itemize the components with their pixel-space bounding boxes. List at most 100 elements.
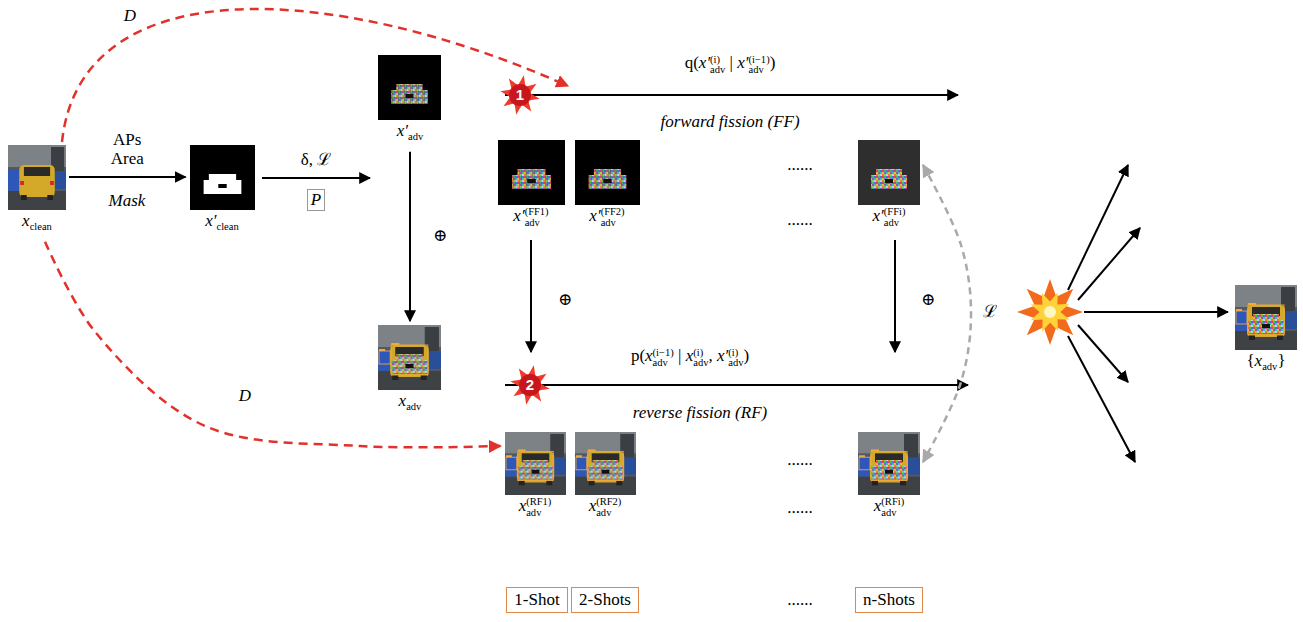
math-symbol: x <box>589 496 597 515</box>
loss-symbol: ℒ <box>983 301 997 323</box>
math-symbol: x <box>874 496 882 515</box>
ff-image-ground <box>575 140 640 205</box>
rf-detections <box>859 449 907 480</box>
image-slot <box>505 432 566 495</box>
text-run: 1-Shot <box>514 590 559 609</box>
text-run: p( <box>631 346 645 365</box>
rf-patch <box>588 460 623 479</box>
math-symbol: x′ <box>699 53 710 72</box>
explosion-inner <box>1023 285 1078 340</box>
output-ray <box>1068 336 1135 462</box>
math-subscript: clean <box>217 221 239 232</box>
math-superscript: (i−1) <box>653 348 674 359</box>
image-caption: xadv(RF1) <box>519 495 552 518</box>
rf-patch <box>518 460 553 479</box>
text-run: q( <box>685 53 699 72</box>
text-run: APs Area <box>111 130 144 168</box>
image-node: xadv(RFi) <box>858 432 920 518</box>
burst-core <box>507 82 533 108</box>
math-subscript: clean <box>30 221 52 232</box>
text-run: { <box>1246 351 1254 370</box>
math-superscript: (i−1) <box>749 55 770 66</box>
process-name: reverse fission (RF) <box>633 402 767 424</box>
math-symbol: x <box>399 391 407 410</box>
text-run: δ, ℒ <box>301 150 332 169</box>
patch-image <box>391 84 428 104</box>
ellipsis: ...... <box>787 497 813 519</box>
text-run: ...... <box>787 498 813 517</box>
image-slot <box>498 140 565 205</box>
explosion-core <box>1044 306 1056 318</box>
text-run: ...... <box>787 155 813 174</box>
ff-image-ground <box>858 140 920 205</box>
math-scripts: adv(i−1) <box>749 55 770 76</box>
adv-patch <box>391 354 428 374</box>
math-scripts: adv(RFi) <box>881 497 904 518</box>
text-run: P <box>311 190 321 209</box>
math-superscript: (FF1) <box>525 207 549 218</box>
rf-image <box>858 432 920 495</box>
ff-image-ground <box>498 140 565 205</box>
reverse-fission-arrow <box>505 384 968 386</box>
image-slot <box>1235 285 1297 350</box>
math-symbol: x <box>1255 351 1263 370</box>
image-caption: x′adv(FFi) <box>873 205 906 228</box>
result-image <box>1235 285 1297 350</box>
shot-box: n-Shots <box>855 587 923 613</box>
callout-number: 1 <box>516 84 524 106</box>
loss-feedback-arrow <box>923 165 971 462</box>
math-subscript: adv <box>526 508 551 519</box>
result-detections <box>1236 303 1284 335</box>
text-run: ℒ <box>983 302 997 321</box>
text-run: } <box>1277 351 1285 370</box>
text-run: , <box>708 346 717 365</box>
math-symbol: x′ <box>737 53 748 72</box>
step-burst <box>507 362 554 409</box>
dataset-arrow <box>62 9 568 142</box>
text-run: reverse fission (RF) <box>633 403 767 422</box>
text-run: Mask <box>109 191 146 210</box>
shot-label: 2-Shots <box>579 589 631 611</box>
image-caption: x′clean <box>205 210 238 238</box>
output-ray <box>1084 311 1228 313</box>
text-run: ⊕ <box>433 226 447 245</box>
text-run: D <box>124 6 136 25</box>
math-scripts: adv(i−1) <box>653 348 674 369</box>
math-subscript: adv <box>525 218 549 229</box>
adv-detections <box>379 343 428 375</box>
formula: p(xadv(i−1) | xadv(i), x′adv(i)) <box>631 345 749 368</box>
math-symbol: x′ <box>205 211 216 230</box>
add-arrow <box>530 240 532 352</box>
image-caption: x′adv <box>397 120 423 148</box>
add-arrow <box>894 240 896 352</box>
image-caption: {xadv} <box>1246 350 1285 378</box>
image-caption: xclean <box>22 210 52 238</box>
formula: q(x′adv(i) | x′adv(i−1)) <box>685 52 776 75</box>
image-caption: xadv(RFi) <box>874 495 904 518</box>
step-note: Mask <box>109 190 146 212</box>
text-run: forward fission (FF) <box>660 112 799 131</box>
math-scripts: adv(i) <box>693 348 708 369</box>
image-node: x′adv(FFi) <box>858 140 920 228</box>
explosion <box>1017 279 1083 345</box>
image-slot <box>190 145 255 210</box>
ff-patch <box>512 169 551 189</box>
math-scripts: adv(i) <box>728 348 743 369</box>
image-node: xadv(RF2) <box>575 432 636 518</box>
rf-image <box>505 432 566 495</box>
math-symbol: x′ <box>873 206 884 225</box>
adv-image <box>378 325 441 390</box>
text-run: ...... <box>787 210 813 229</box>
math-superscript: (i) <box>710 55 725 66</box>
mask-image <box>190 145 255 210</box>
math-subscript: adv <box>1262 361 1277 372</box>
step-burst <box>497 72 544 119</box>
image-node: x′adv <box>379 55 442 148</box>
perturb-arrow <box>262 177 370 179</box>
ff-patch <box>589 169 627 189</box>
math-superscript: (RFi) <box>881 497 904 508</box>
text-run: 2 <box>526 376 534 393</box>
math-symbol: x′ <box>513 206 524 225</box>
